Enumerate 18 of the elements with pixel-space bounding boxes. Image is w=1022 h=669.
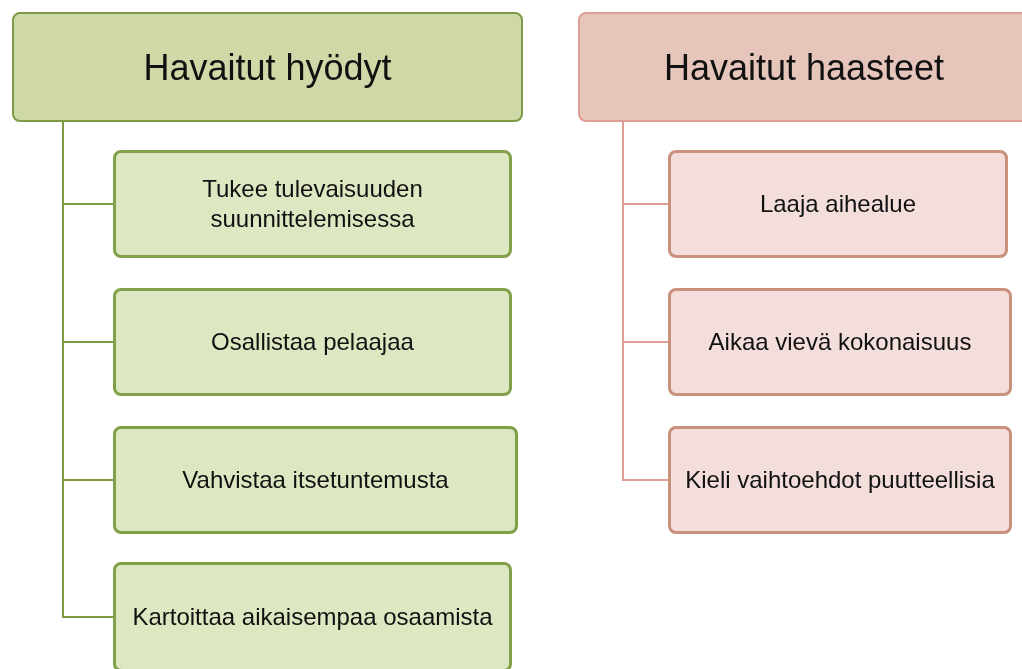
- node-label: Aikaa vievä kokonaisuus: [708, 327, 972, 357]
- node-label: Vahvistaa itsetuntemusta: [182, 465, 449, 495]
- item-box: [668, 150, 1008, 258]
- item-box: [113, 288, 512, 396]
- node-label: Laaja aihealue: [759, 189, 917, 219]
- header-box: [12, 12, 523, 122]
- node-label: Kieli vaihtoehdot puutteellisia: [685, 465, 995, 495]
- node-label: Tukee tulevaisuuden suunnittelemisessa: [201, 174, 424, 234]
- header-box: [578, 12, 1022, 122]
- item-box: [113, 562, 512, 669]
- node-label: Havaitut haasteet: [663, 45, 945, 90]
- node-label: Kartoittaa aikaisempaa osaamista: [132, 602, 493, 632]
- node-label: Havaitut hyödyt: [143, 45, 392, 90]
- item-box: [668, 426, 1012, 534]
- node-label: Osallistaa pelaajaa: [211, 327, 414, 357]
- item-box: [113, 426, 518, 534]
- item-box: [668, 288, 1012, 396]
- item-box: [113, 150, 512, 258]
